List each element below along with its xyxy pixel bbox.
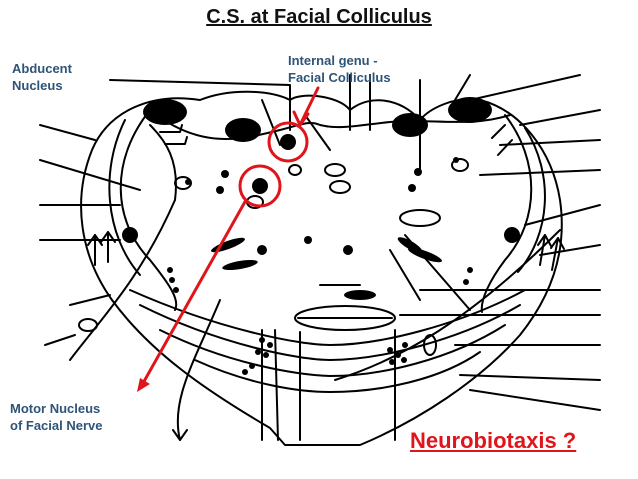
page-title: C.S. at Facial Colliculus: [206, 6, 432, 28]
abducent-nucleus-label: Abducent Nucleus: [12, 61, 72, 93]
highlight-annotations: [140, 86, 320, 387]
motor-nucleus-label: Motor Nucleus of Facial Nerve: [10, 401, 103, 433]
internal-genu-label: Internal genu - Facial Colliculus: [288, 53, 391, 85]
neurobiotaxis-label: Neurobiotaxis ?: [410, 428, 577, 453]
